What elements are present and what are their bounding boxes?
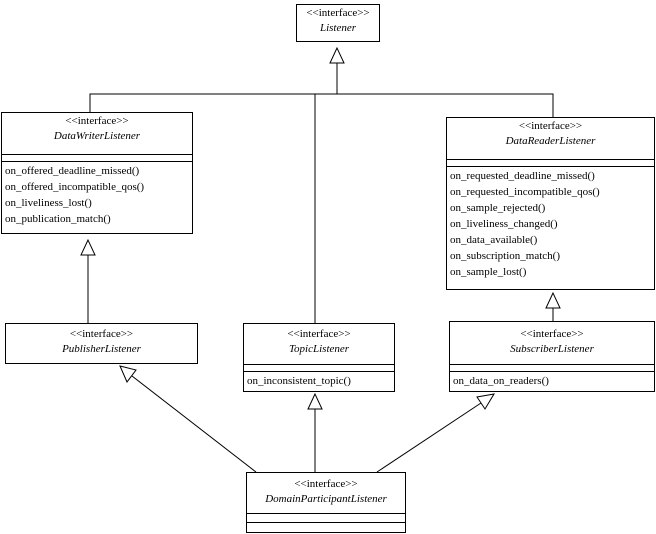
stereotype-label: <<interface>> xyxy=(69,328,134,340)
stereotype-label: <<interface>> xyxy=(65,115,129,127)
operation: on_data_available() xyxy=(450,234,538,246)
stereotype-label: <<interface>> xyxy=(518,120,583,132)
operations-compartment: on_offered_deadline_missed() on_offered_… xyxy=(2,161,192,227)
operation: on_sample_lost() xyxy=(450,266,527,278)
arrowhead-topiclistener xyxy=(307,392,323,410)
class-name: DataWriterListener xyxy=(53,130,141,142)
operation: on_requested_incompatible_qos() xyxy=(450,186,600,198)
attributes-compartment xyxy=(247,513,405,522)
class-subscriberlistener: <<interface>> SubscriberListener on_data… xyxy=(449,321,655,392)
stereotype-label: <<interface>> xyxy=(294,478,358,490)
class-header: <<interface>> SubscriberListener xyxy=(450,322,654,364)
attributes-compartment xyxy=(450,364,654,371)
class-header: <<interface>> PublisherListener xyxy=(6,324,197,357)
class-header: <<interface>> DataReaderListener xyxy=(447,118,654,159)
operation: on_requested_deadline_missed() xyxy=(450,170,595,182)
operation: on_publication_match() xyxy=(5,213,111,225)
class-header: <<interface>> DomainParticipantListener xyxy=(247,473,405,513)
class-name: TopicListener xyxy=(288,343,350,355)
class-name: DomainParticipantListener xyxy=(265,493,387,505)
operation: on_offered_incompatible_qos() xyxy=(5,181,145,193)
class-domainparticipantlistener: <<interface>> DomainParticipantListener xyxy=(246,472,406,533)
stereotype-label: <<interface>> xyxy=(287,328,351,340)
class-name: Listener xyxy=(319,22,357,34)
arrowhead-listener xyxy=(329,46,345,64)
edge-datawriterlistener-to-listener xyxy=(89,93,337,112)
class-name: PublisherListener xyxy=(62,343,141,355)
stereotype-label: <<interface>> xyxy=(520,328,584,340)
arrowhead-datareaderlistener xyxy=(545,291,561,309)
class-header: <<interface>> DataWriterListener xyxy=(2,113,192,154)
class-datawriterlistener: <<interface>> DataWriterListener on_offe… xyxy=(1,112,193,234)
operation: on_liveliness_lost() xyxy=(5,197,92,209)
operations-compartment: on_data_on_readers() xyxy=(450,371,654,389)
edge-domainparticipant-to-subscriberlistener xyxy=(376,402,482,473)
operation: on_liveliness_changed() xyxy=(450,218,558,230)
operation: on_data_on_readers() xyxy=(453,375,549,387)
operations-compartment: on_requested_deadline_missed() on_reques… xyxy=(447,166,654,280)
stereotype-label: <<interface>> xyxy=(306,7,370,19)
attributes-compartment xyxy=(447,159,654,166)
operation: on_offered_deadline_missed() xyxy=(5,165,140,177)
class-topiclistener: <<interface>> TopicListener on_inconsist… xyxy=(243,323,395,392)
attributes-compartment xyxy=(244,364,394,371)
class-name: SubscriberListener xyxy=(510,343,594,355)
edge-datareaderlistener-to-listener xyxy=(337,93,554,117)
operation: on_sample_rejected() xyxy=(450,202,546,214)
arrowhead-publisherlistener xyxy=(119,365,137,383)
class-header: <<interface>> TopicListener xyxy=(244,324,394,364)
class-publisherlistener: <<interface>> PublisherListener xyxy=(5,323,198,364)
class-name: DataReaderListener xyxy=(505,135,596,147)
attributes-compartment xyxy=(2,154,192,161)
arrowhead-datawriterlistener xyxy=(80,238,96,256)
operation: on_subscription_match() xyxy=(450,250,560,262)
operation: on_inconsistent_topic() xyxy=(247,375,351,387)
operations-compartment xyxy=(247,522,405,533)
edge-domainparticipant-to-publisherlistener xyxy=(131,375,257,473)
class-datareaderlistener: <<interface>> DataReaderListener on_requ… xyxy=(446,117,655,290)
arrowhead-subscriberlistener xyxy=(476,393,495,410)
operations-compartment: on_inconsistent_topic() xyxy=(244,371,394,389)
class-listener: <<interface>> Listener xyxy=(296,4,380,42)
class-header: <<interface>> Listener xyxy=(297,5,379,36)
